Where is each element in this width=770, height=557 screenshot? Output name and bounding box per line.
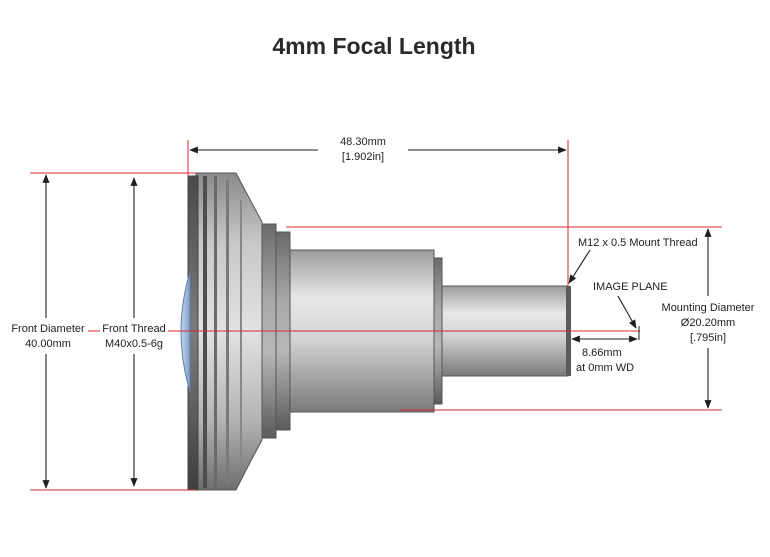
flange-groove-1 [203, 176, 207, 488]
overall-length-imperial: [1.902in] [342, 151, 384, 163]
flange-groove-4 [240, 200, 242, 464]
flange-groove-2 [214, 176, 217, 488]
back-focal-metric: 8.66mm [582, 347, 622, 359]
dimension-labels: 48.30mm [1.902in] M12 x 0.5 Mount Thread… [11, 136, 754, 374]
mounting-diameter-metric: Ø20.20mm [681, 317, 735, 329]
front-diameter-label: Front Diameter [11, 323, 85, 335]
front-thread-value: M40x0.5-6g [105, 338, 163, 350]
back-focal-note: at 0mm WD [576, 362, 634, 374]
front-lens-glass [180, 271, 191, 393]
diagram-title: 4mm Focal Length [272, 33, 475, 59]
overall-length-metric: 48.30mm [340, 136, 386, 148]
mount-thread-label: M12 x 0.5 Mount Thread [578, 237, 698, 249]
image-plane-label: IMAGE PLANE [593, 281, 668, 293]
front-thread-label: Front Thread [102, 323, 165, 335]
flange-groove-3 [226, 180, 229, 484]
mounting-diameter-label: Mounting Diameter [662, 302, 755, 314]
mount-thread-leader [568, 249, 591, 284]
front-diameter-value: 40.00mm [25, 338, 71, 350]
image-plane-leader [617, 295, 637, 329]
mounting-diameter-imperial: [.795in] [690, 332, 726, 344]
